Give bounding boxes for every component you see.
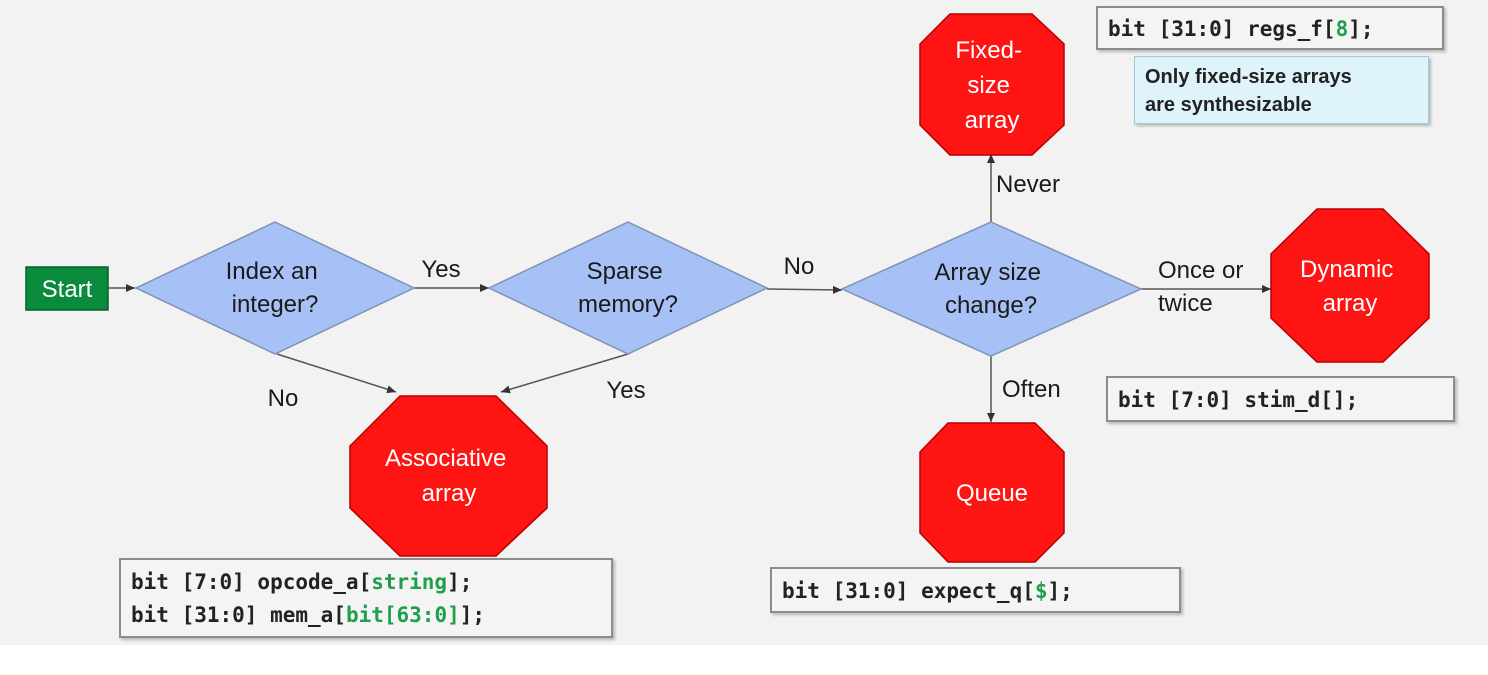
decision-sparse-memory: Sparse memory? [487,221,769,355]
code-assoc-line-2: bit [31:0] mem_a[bit[63:0]]; [131,599,601,632]
code-queue: bit [31:0] expect_q[$]; [770,567,1181,613]
edge-label-twice: twice [1158,290,1213,317]
code-assoc-1-post: ]; [447,570,473,594]
fixed-line-1: Fixed- [955,37,1022,64]
svg-text:Sparse memory?: Sparse memory? [578,258,678,318]
code-assoc-2-pre: bit [31:0] mem_a[ [131,603,346,627]
svg-text:Fixed- size array: Fixed- size array [955,37,1028,134]
decision-sparse-line-1: Sparse [587,258,663,285]
stop-dynamic-array: Dynamic array [1270,208,1430,363]
edge-label-often: Often [1002,376,1061,403]
edge-label-never: Never [996,171,1060,198]
note-line-1: Only fixed-size arrays [1145,66,1352,88]
code-fixed-highlight: 8 [1335,17,1349,41]
code-queue-highlight: $ [1034,579,1048,603]
decision-index-line-2: integer? [232,291,319,318]
decision-index-integer: Index an integer? [134,221,416,355]
synthesizable-note: Only fixed-size arrays are synthesizable [1134,56,1429,124]
start-node: Start [25,266,109,311]
decision-sizechange-line-1: Array size [934,259,1041,286]
svg-text:Index an integer?: Index an integer? [226,258,325,318]
dynamic-line-2: array [1323,290,1378,317]
edge-sparse-to-sizechange [766,285,843,294]
code-assoc-line-1: bit [7:0] opcode_a[string]; [131,566,601,599]
stop-fixed-size-array: Fixed- size array [919,13,1065,156]
edge-sparse-to-assoc [500,353,629,394]
code-fixed-post: ]; [1348,17,1374,41]
decision-sparse-line-2: memory? [578,291,678,318]
code-associative-array: bit [7:0] opcode_a[string];bit [31:0] me… [119,558,613,638]
code-queue-post: ]; [1047,579,1073,603]
svg-text:Array size change?: Array size change? [934,259,1047,319]
decision-index-line-1: Index an [226,258,318,285]
code-fixed-array: bit [31:0] regs_f[8]; [1096,6,1444,50]
note-line-2: are synthesizable [1145,94,1312,116]
edge-label-once-or: Once or [1158,257,1243,284]
flowchart: Start Index an integer? Sparse memory? A… [25,13,1430,563]
assoc-line-2: array [422,480,477,507]
edge-index-to-assoc [276,353,397,394]
edge-label-yes-2: Yes [606,377,645,404]
decision-sizechange-line-2: change? [945,292,1037,319]
svg-text:Queue: Queue [956,480,1028,507]
edge-label-no-1: No [784,253,815,280]
code-assoc-1-highlight: string [371,570,448,594]
code-dynamic-array: bit [7:0] stim_d[]; [1106,376,1455,422]
code-assoc-2-highlight: bit[63:0] [345,603,460,627]
code-fixed-pre: bit [31:0] regs_f[ [1108,17,1336,41]
edge-label-no-2: No [268,385,299,412]
code-dynamic-text: bit [7:0] stim_d[]; [1118,388,1359,412]
fixed-line-2: size [967,72,1010,99]
stop-queue: Queue [919,422,1065,563]
dynamic-line-1: Dynamic [1300,256,1393,283]
svg-text:Associative array: Associative array [385,445,513,507]
code-queue-pre: bit [31:0] expect_q[ [782,579,1035,603]
start-label: Start [42,276,93,303]
svg-text:Dynamic array: Dynamic array [1300,256,1400,317]
edge-label-yes-1: Yes [421,256,460,283]
flowchart-canvas: Start Index an integer? Sparse memory? A… [0,0,1488,645]
fixed-line-3: array [965,107,1020,134]
decision-array-size-change: Array size change? [840,221,1143,357]
code-assoc-2-post: ]; [459,603,486,627]
code-assoc-1-pre: bit [7:0] opcode_a[ [131,570,372,594]
assoc-line-1: Associative [385,445,506,472]
queue-label: Queue [956,480,1028,507]
stop-associative-array: Associative array [349,395,548,557]
